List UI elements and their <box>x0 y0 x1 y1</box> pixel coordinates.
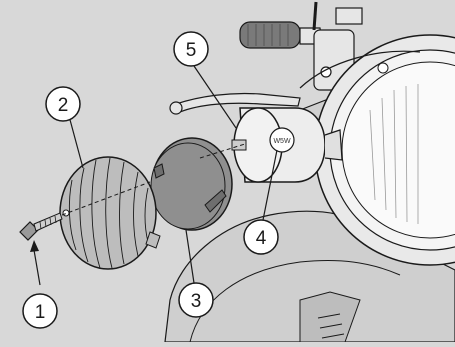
callout-1-label: 1 <box>35 302 46 323</box>
callout-3: 3 <box>179 283 213 317</box>
callout-5: 5 <box>174 32 208 66</box>
callout-4: 4 <box>244 220 278 254</box>
callout-2-label: 2 <box>58 95 69 116</box>
screw-arrow <box>30 240 40 285</box>
screw <box>20 213 62 240</box>
bulb: W5W <box>270 128 294 152</box>
callout-5-label: 5 <box>186 40 197 61</box>
gasket <box>151 138 232 230</box>
bulb-marking: W5W <box>273 138 291 145</box>
callout-4-label: 4 <box>256 228 267 249</box>
callout-2: 2 <box>46 87 80 121</box>
turn-signal-lens <box>60 157 160 269</box>
callout-3-label: 3 <box>191 291 202 312</box>
callout-1: 1 <box>23 294 57 328</box>
